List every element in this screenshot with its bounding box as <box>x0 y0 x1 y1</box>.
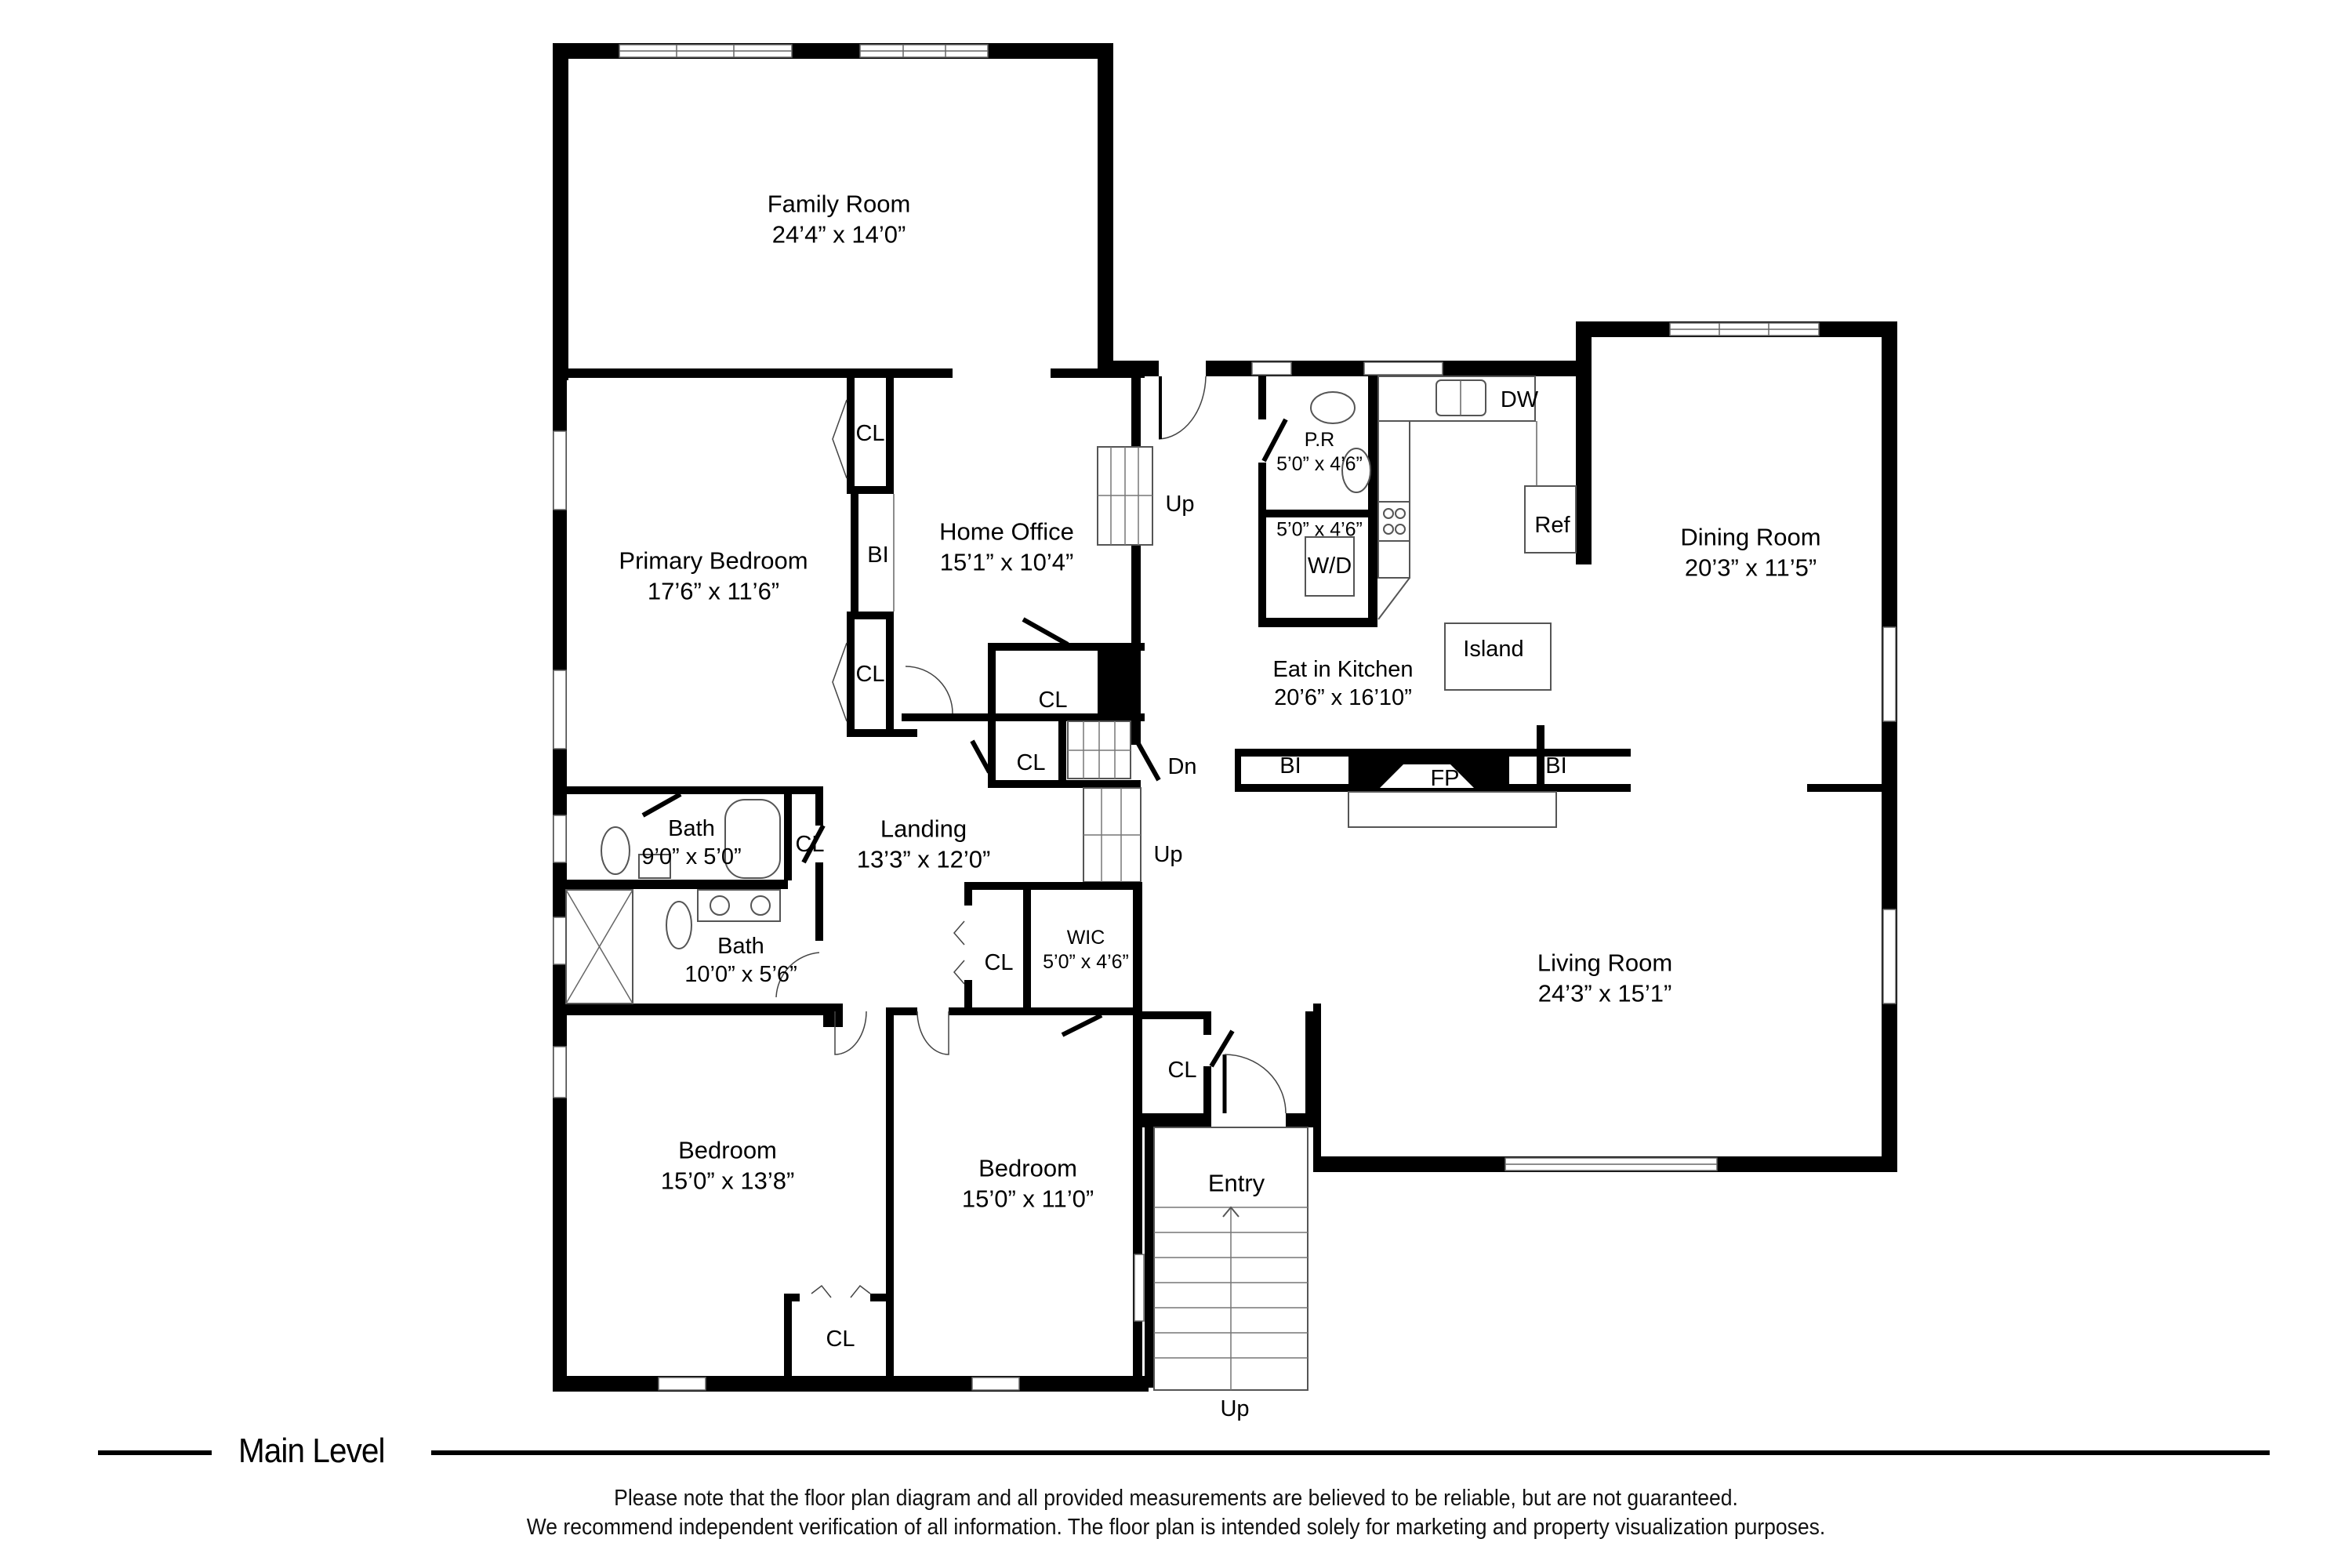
room-name: Family Room <box>767 190 911 218</box>
room-label-bedroom-right: Bedroom 15’0” x 11’0” <box>962 1153 1094 1214</box>
level-title: Main Level <box>238 1432 385 1470</box>
stairs-up-label: Up <box>1220 1396 1250 1421</box>
built-in-label: BI <box>867 542 889 568</box>
fireplace-label: FP <box>1430 765 1460 791</box>
stair-walls <box>823 720 1161 1392</box>
closet-label: CL <box>984 949 1014 975</box>
room-dims: 20’6” x 16’10” <box>1274 685 1412 710</box>
closet-label: CL <box>826 1326 855 1352</box>
disclaimer-line-2: We recommend independent verification of… <box>526 1515 1826 1540</box>
room-label-dining-room: Dining Room 20’3” x 11’5” <box>1680 522 1820 583</box>
room-name: Landing <box>880 815 967 843</box>
fixture-refrigerator: Ref <box>1534 512 1570 538</box>
room-label-living-room: Living Room 24’3” x 15’1” <box>1537 948 1672 1009</box>
room-dims: 5’0” x 4’6” <box>1043 951 1129 973</box>
room-dims: 10’0” x 5’6” <box>684 962 797 987</box>
room-name: Dining Room <box>1680 523 1821 551</box>
room-dims: 20’3” x 11’5” <box>1684 554 1817 581</box>
room-dims: 24’4” x 14’0” <box>771 220 906 248</box>
fixture-washer-dryer: W/D <box>1307 553 1352 579</box>
room-label-entry: Entry <box>1207 1169 1265 1197</box>
kitchen-fixtures <box>1235 376 1886 828</box>
room-dims: 17’6” x 11’6” <box>647 577 780 604</box>
room-label-primary-bedroom: Primary Bedroom 17’6” x 11’6” <box>619 546 808 607</box>
closet-label: CL <box>1038 687 1068 713</box>
room-label-family-room: Family Room 24’4” x 14’0” <box>768 189 911 250</box>
room-name: Bath <box>717 933 764 959</box>
room-label-landing: Landing 13’3” x 12’0” <box>857 814 991 875</box>
level-rule-right <box>431 1450 2270 1455</box>
room-dims: 5’0” x 4’6” <box>1276 453 1363 475</box>
built-in-label: BI <box>1545 753 1567 779</box>
bedroom-walls <box>553 1007 1149 1392</box>
room-name: Bath <box>668 815 715 841</box>
room-name: Living Room <box>1537 949 1673 977</box>
closet-label: CL <box>855 661 885 687</box>
stairs-down-label: Dn <box>1167 753 1197 779</box>
room-name: Bedroom <box>978 1154 1077 1182</box>
room-label-eat-in-kitchen: Eat in Kitchen 20’6” x 16’10” <box>1273 655 1414 713</box>
room-label-home-office: Home Office 15’1” x 10’4” <box>939 517 1074 578</box>
room-label-bath-lower: Bath 10’0” x 5’6” <box>684 932 797 989</box>
room-dims: 9’0” x 5’0” <box>641 844 742 869</box>
room-label-bedroom-left: Bedroom 15’0” x 13’8” <box>661 1135 795 1196</box>
bath-walls <box>553 784 827 1013</box>
stairs-up-label: Up <box>1165 491 1195 517</box>
room-dims: 13’3” x 12’0” <box>856 845 991 873</box>
kitchen-walls <box>1113 321 1897 1168</box>
room-name: Home Office <box>939 517 1074 546</box>
room-dims: 15’1” x 10’4” <box>939 548 1074 575</box>
closet-label: CL <box>1167 1057 1197 1083</box>
room-name: Bedroom <box>678 1136 777 1164</box>
family-room-walls <box>553 43 1145 380</box>
primary-bedroom-walls <box>553 376 1153 800</box>
level-rule-left <box>98 1450 212 1455</box>
room-label-bath-upper: Bath 9’0” x 5’0” <box>641 815 741 872</box>
closet-label: CL <box>1016 750 1046 775</box>
room-dims: 15’0” x 11’0” <box>961 1185 1094 1212</box>
room-dims: 15’0” x 13’8” <box>660 1167 795 1194</box>
fixture-island: Island <box>1463 636 1524 662</box>
room-dims: 24’3” x 15’1” <box>1537 979 1672 1007</box>
room-name: WIC <box>1066 926 1105 949</box>
closet-label: CL <box>855 420 885 446</box>
built-in-label: BI <box>1279 753 1301 779</box>
closet-label: CL <box>795 831 825 857</box>
room-name: Primary Bedroom <box>619 546 808 575</box>
room-dims: 5’0” x 4’6” <box>1276 518 1363 541</box>
entry-walls <box>1133 1011 1321 1391</box>
stairs-up-label: Up <box>1153 841 1183 867</box>
fixture-dishwasher: DW <box>1500 387 1539 412</box>
disclaimer-line-1: Please note that the floor plan diagram … <box>614 1486 1738 1511</box>
room-label-wic: WIC 5’0” x 4’6” <box>1043 926 1129 975</box>
room-label-powder-room: P.R 5’0” x 4’6” <box>1276 428 1363 477</box>
room-label-laundry: 5’0” x 4’6” <box>1276 517 1363 542</box>
room-name: Eat in Kitchen <box>1272 656 1414 682</box>
room-name: P.R <box>1304 428 1335 451</box>
